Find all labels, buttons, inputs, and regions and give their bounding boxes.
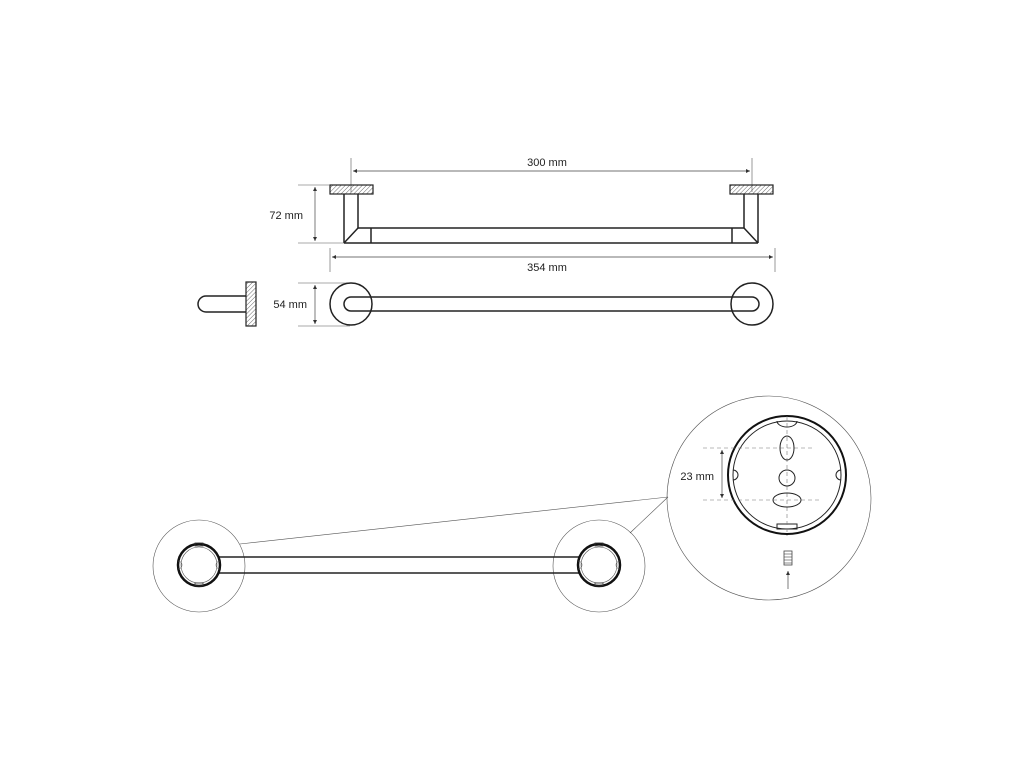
left-post: [343, 194, 359, 243]
right-rosette-bottom: [576, 542, 622, 588]
bottom-view: [152, 496, 669, 613]
dimension-54: 54 mm: [273, 282, 350, 327]
front-view: 300 mm 72 mm: [269, 157, 776, 274]
dimension-72: 72 mm: [269, 184, 344, 244]
right-rosette-top: [730, 282, 774, 326]
right-post: [743, 194, 759, 243]
dimension-label-300: 300 mm: [527, 157, 567, 169]
right-detail-circle: [552, 519, 646, 613]
left-wall-plate: [329, 184, 374, 195]
side-wall-plate: [245, 281, 257, 327]
dimension-label-23: 23 mm: [680, 471, 714, 483]
towel-bar-bottom: [219, 556, 579, 574]
towel-bar-front: [343, 227, 759, 244]
right-wall-plate: [729, 184, 774, 195]
dimension-label-54: 54 mm: [273, 299, 307, 311]
top-view: 54 mm: [273, 282, 774, 327]
center-hole: [778, 469, 796, 487]
top-slot-hole: [779, 435, 795, 461]
detail-magnifier-circle: [666, 395, 872, 601]
dimension-354: 354 mm: [329, 248, 776, 274]
towel-bar-top: [343, 296, 760, 312]
bottom-slot-hole: [772, 492, 802, 508]
dimension-label-72: 72 mm: [269, 210, 303, 222]
enlarged-detail: 23 mm: [666, 395, 872, 601]
left-rosette-bottom: [176, 542, 222, 588]
dimension-300: 300 mm: [350, 157, 753, 192]
left-rosette-top: [329, 282, 373, 326]
dimension-23: 23 mm: [680, 450, 725, 498]
left-detail-circle: [152, 519, 246, 613]
side-view: [197, 281, 257, 327]
set-screw-icon: [783, 550, 793, 566]
dimension-label-354: 354 mm: [527, 262, 567, 274]
